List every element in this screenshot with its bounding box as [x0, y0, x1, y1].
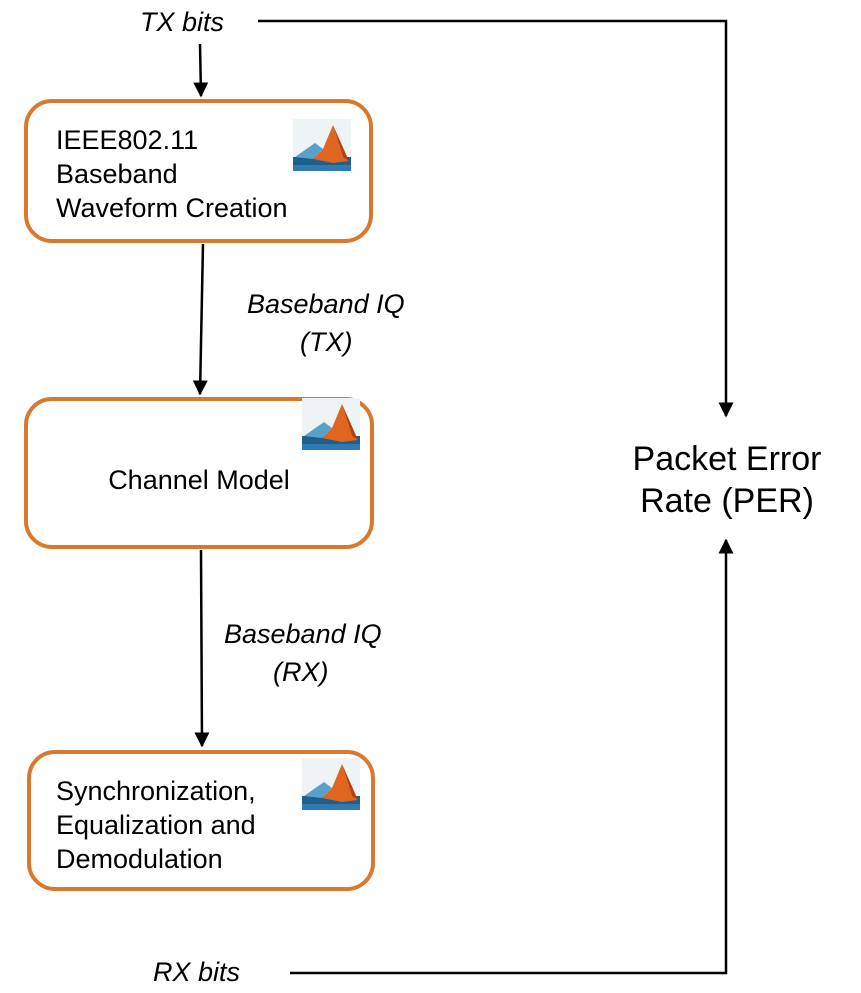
- matlab-logo-icon: [302, 758, 360, 810]
- baseband-rx-label-line2: (RX): [273, 657, 329, 687]
- baseband-rx-label-line1: Baseband IQ: [224, 619, 382, 649]
- arrow-tx-to-per: [258, 19, 734, 418]
- baseband-tx-label-line2: (TX): [300, 327, 353, 357]
- rx-bits-label: RX bits: [153, 957, 241, 987]
- per-line1: Packet Error: [632, 440, 822, 478]
- waveform-creation-block: IEEE802.11 Baseband Waveform Creation: [24, 99, 373, 243]
- waveform-block-label: IEEE802.11 Baseband Waveform Creation: [56, 123, 288, 225]
- receiver-line1: Synchronization,: [56, 776, 256, 806]
- receiver-block-label: Synchronization, Equalization and Demodu…: [56, 774, 256, 876]
- channel-block-label: Channel Model: [108, 465, 290, 495]
- waveform-line1: IEEE802.11: [56, 125, 199, 155]
- arrow-channel-to-receiver: [194, 549, 210, 748]
- waveform-line3: Waveform Creation: [56, 193, 288, 223]
- receiver-line3: Demodulation: [56, 844, 223, 874]
- per-output-label: Packet Error Rate (PER): [612, 438, 842, 522]
- baseband-tx-label-line1: Baseband IQ: [247, 289, 405, 319]
- per-line2: Rate (PER): [640, 482, 814, 520]
- matlab-logo-icon: [302, 398, 360, 450]
- arrow-tx-to-waveform: [193, 43, 209, 98]
- tx-bits-label: TX bits: [140, 7, 225, 37]
- receiver-line2: Equalization and: [56, 810, 256, 840]
- waveform-line2: Baseband: [56, 159, 178, 189]
- matlab-logo-icon: [293, 119, 351, 171]
- arrow-rx-to-per: [290, 538, 734, 975]
- arrow-waveform-to-channel: [192, 243, 208, 396]
